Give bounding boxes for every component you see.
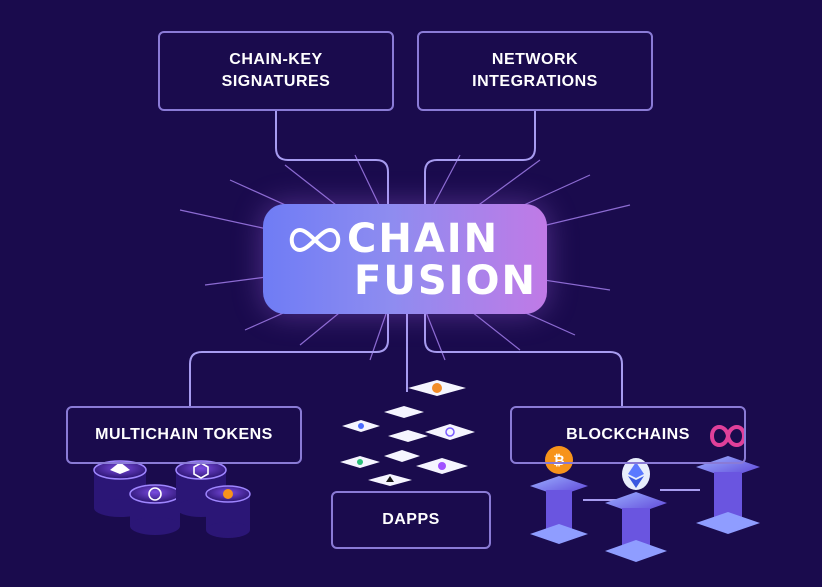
dapp-tile-icon bbox=[388, 430, 428, 442]
chain-fusion-hub: CHAIN FUSION bbox=[263, 204, 547, 314]
dapp-tile-icon bbox=[340, 456, 380, 468]
multichain-token-icons bbox=[93, 460, 251, 538]
dapps-icon-cluster bbox=[340, 380, 475, 486]
svg-text:₿: ₿ bbox=[553, 452, 564, 468]
bitcoin-token-icon bbox=[205, 485, 251, 538]
internet-computer-icon bbox=[696, 425, 760, 534]
blockchains-box: BLOCKCHAINS bbox=[510, 406, 746, 464]
chain-key-signatures-box: CHAIN-KEY SIGNATURES bbox=[158, 31, 394, 111]
dapps-label: DAPPS bbox=[382, 511, 440, 528]
dapp-tile-icon bbox=[384, 450, 420, 462]
network-integrations-label: NETWORK INTEGRATIONS bbox=[472, 51, 598, 90]
dapp-tile-icon bbox=[368, 474, 412, 486]
dapp-tile-icon bbox=[425, 424, 475, 440]
hub-title-line1: CHAIN bbox=[347, 216, 500, 262]
dapp-tile-icon bbox=[384, 406, 424, 418]
network-integrations-box: NETWORK INTEGRATIONS bbox=[417, 31, 653, 111]
hub-title-line2: FUSION bbox=[354, 258, 537, 304]
multichain-tokens-box: MULTICHAIN TOKENS bbox=[66, 406, 302, 464]
blockchain-icons: ₿ bbox=[530, 425, 760, 562]
multichain-tokens-label: MULTICHAIN TOKENS bbox=[95, 426, 273, 443]
bitcoin-icon: ₿ bbox=[530, 446, 588, 544]
blockchains-label: BLOCKCHAINS bbox=[566, 426, 690, 443]
dapps-box: DAPPS bbox=[331, 491, 491, 549]
dapp-tile-icon bbox=[342, 420, 380, 432]
usdc-token-icon bbox=[129, 484, 181, 535]
infinity-icon bbox=[289, 228, 341, 252]
dapp-tile-icon bbox=[408, 380, 466, 396]
chain-key-signatures-label: CHAIN-KEY SIGNATURES bbox=[221, 51, 331, 90]
dapp-tile-icon bbox=[416, 458, 468, 474]
ethereum-icon bbox=[605, 458, 667, 562]
